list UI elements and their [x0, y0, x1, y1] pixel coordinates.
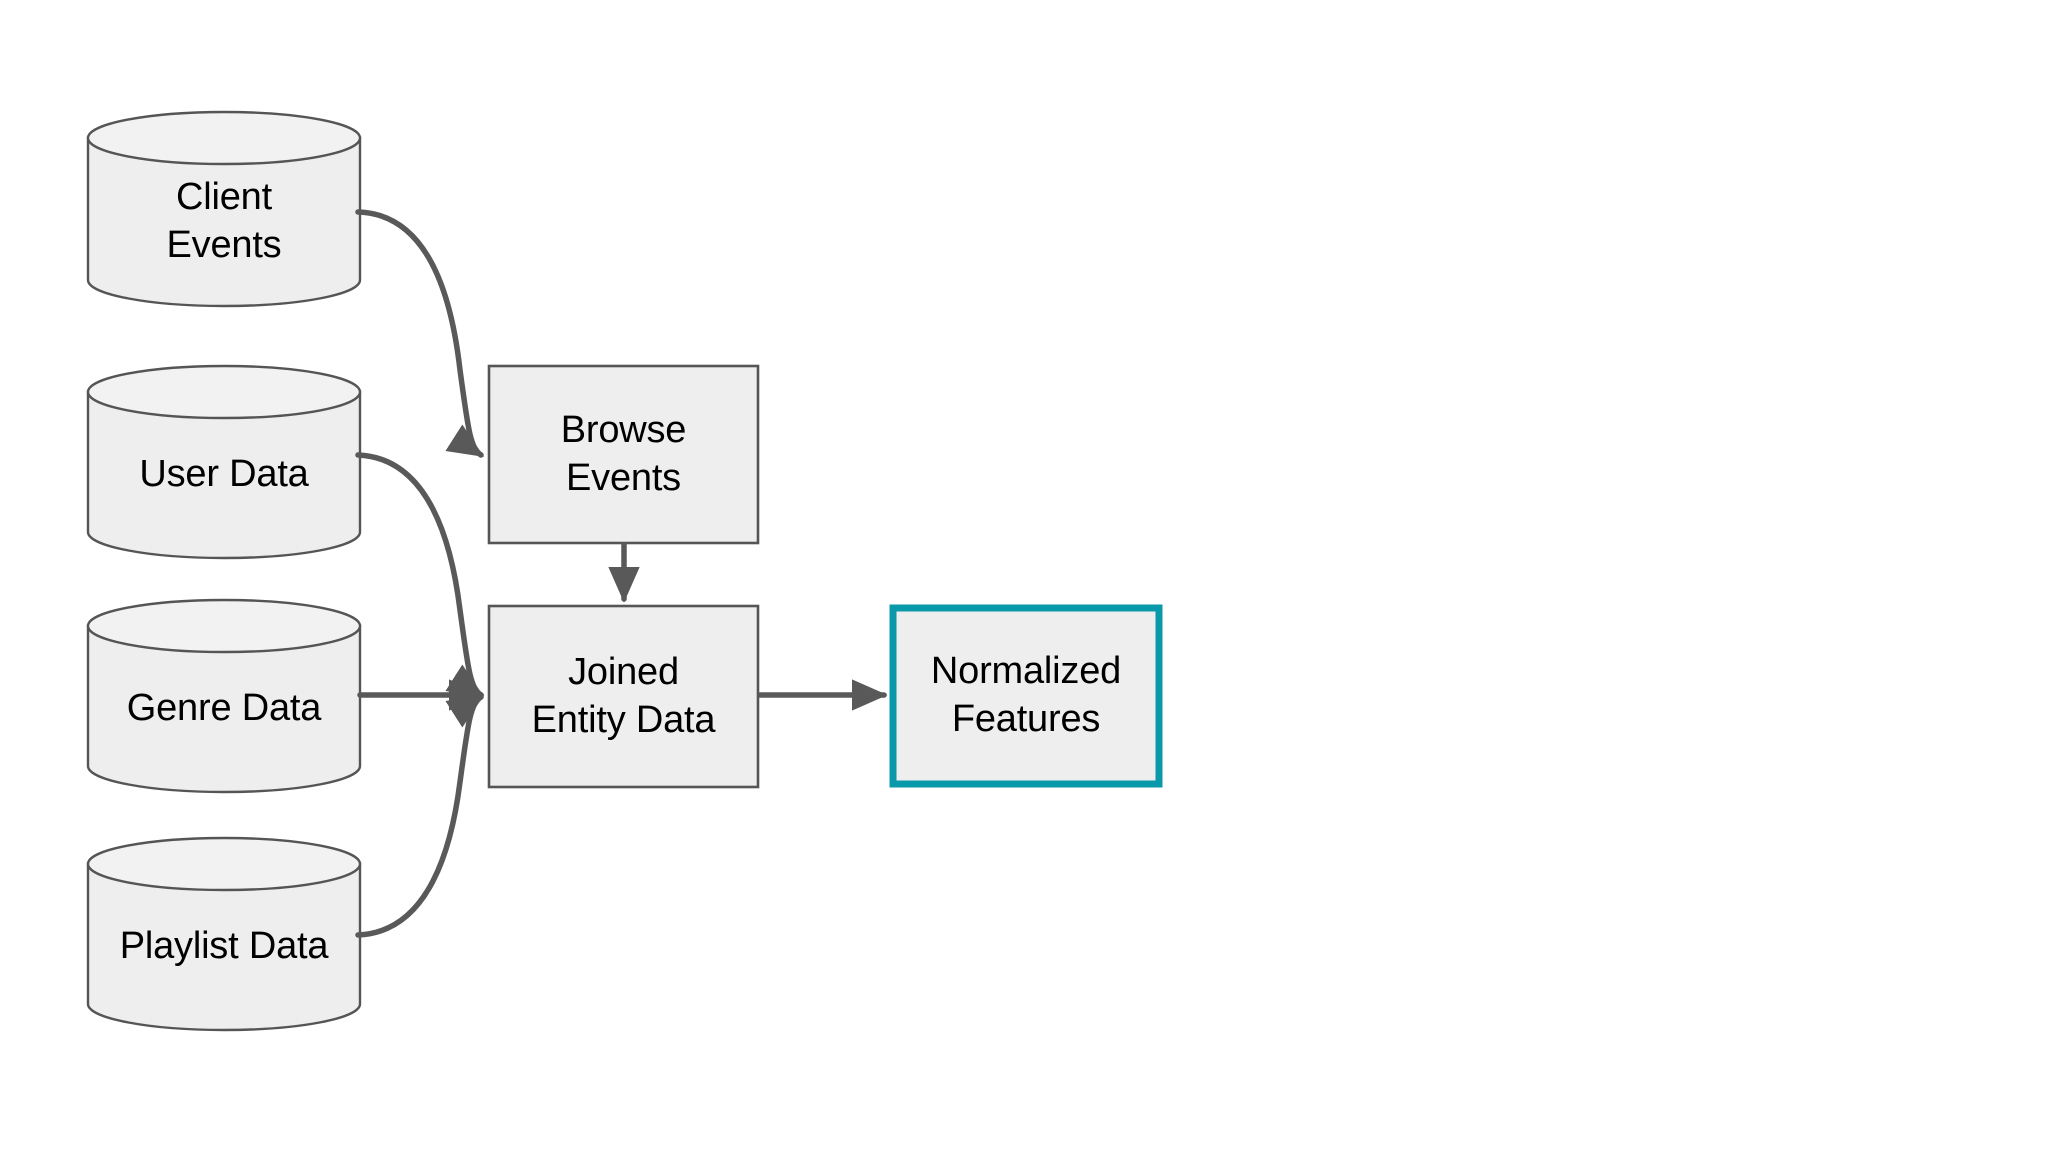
- node-client-events[interactable]: [86, 110, 362, 308]
- genre-data-cylinder-body: [86, 624, 362, 794]
- edge-playlist-data-to-joined-entity-data: [355, 694, 485, 938]
- node-normalized-features[interactable]: [889, 604, 1163, 788]
- user-data-cylinder-body: [86, 390, 362, 560]
- user-data-cylinder-top: [86, 364, 362, 420]
- node-joined-entity-data[interactable]: [487, 604, 760, 789]
- client-events-cylinder-body: [86, 136, 362, 308]
- genre-data-cylinder-top: [86, 598, 362, 654]
- node-user-data[interactable]: [86, 364, 362, 560]
- playlist-data-cylinder-top: [86, 836, 362, 892]
- node-browse-events[interactable]: [487, 364, 760, 545]
- playlist-data-cylinder-body: [86, 862, 362, 1032]
- edge-user-data-to-joined-entity-data: [355, 452, 485, 698]
- node-genre-data[interactable]: [86, 598, 362, 794]
- client-events-cylinder-top: [86, 110, 362, 166]
- node-playlist-data[interactable]: [86, 836, 362, 1032]
- edge-client-events-to-browse-events: [355, 209, 485, 458]
